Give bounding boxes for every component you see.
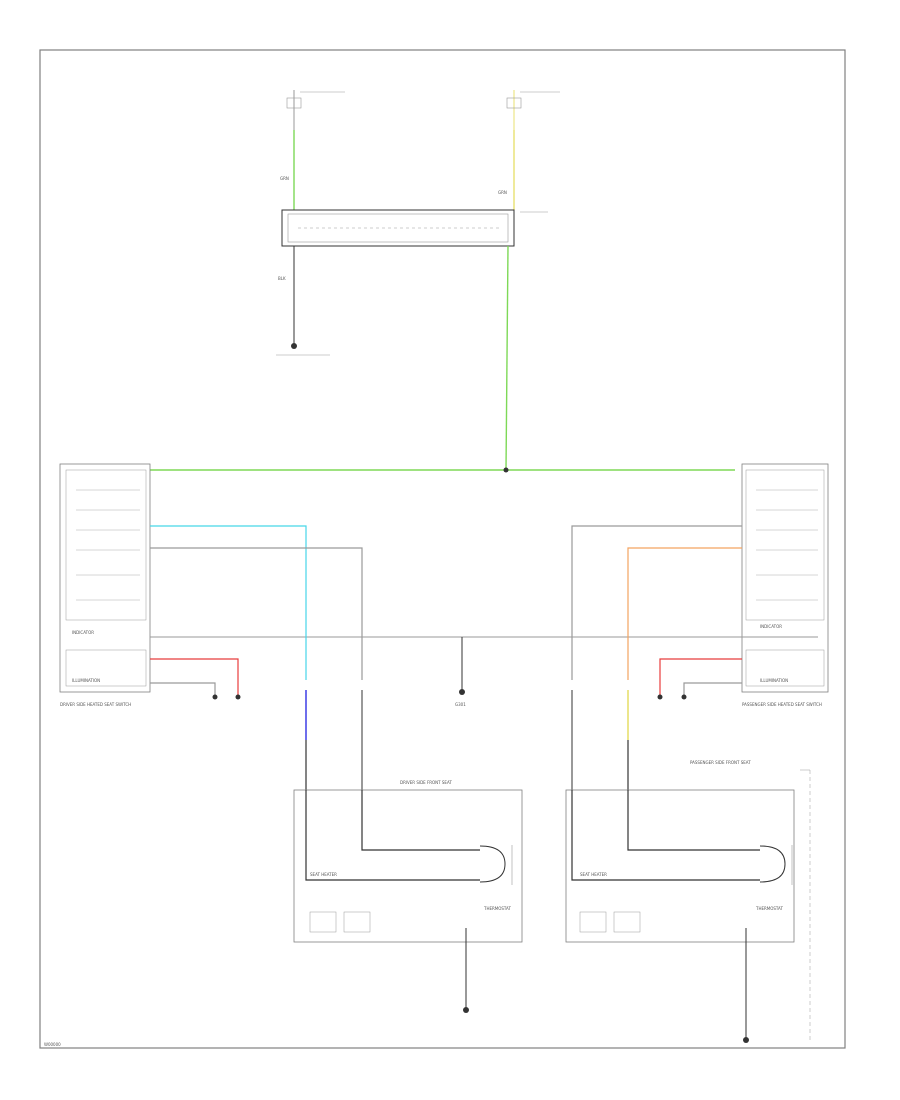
passenger-heater-label: SEAT HEATER [580,872,607,877]
ground-top [291,343,297,349]
wire-red-driver [150,658,239,695]
driver-illumination-label: ILLUMINATION [72,678,100,683]
wire-orange-passenger [627,547,742,680]
tag-blk-relay: BLK [278,276,286,281]
wire-red-passenger [659,658,742,695]
tag-grn-left: GRN [280,176,289,181]
wire-cyan-driver [150,525,307,680]
driver-indicator-label: INDICATOR [72,630,94,635]
passenger-switch-label: PASSENGER SIDE HEATED SEAT SWITCH [742,702,822,707]
passenger-thermostat-label: THERMOSTAT [755,906,783,911]
tag-grn-right: GRN [498,190,507,195]
top-left-fuse [286,90,345,130]
driver-switch-label: DRIVER SIDE HEATED SEAT SWITCH [60,702,131,707]
relay-box [281,209,548,247]
driver-heater-label: SEAT HEATER [310,872,337,877]
ground-driver-seat [463,1007,469,1013]
ground-passenger-seat [743,1037,749,1043]
ground-center-label: G301 [455,702,466,707]
driver-heated-seat-switch: INDICATOR ILLUMINATION DRIVER SIDE HEATE… [59,463,151,707]
passenger-seat-label: PASSENGER SIDE FRONT SEAT [690,760,751,765]
driver-thermostat-label: THERMOSTAT [483,906,511,911]
passenger-heated-seat-switch: INDICATOR ILLUMINATION PASSENGER SIDE HE… [741,463,829,707]
passenger-indicator-label: INDICATOR [760,624,782,629]
diagram-frame [39,49,846,1049]
wire-green-feed [505,245,509,471]
footer-code: W00000 [44,1042,61,1047]
passenger-front-seat: PASSENGER SIDE FRONT SEAT SEAT HEATER TH… [565,760,811,1043]
wire-gray-passenger [571,525,742,680]
top-right-fuse [506,90,560,130]
ground-center [459,689,465,695]
driver-front-seat: DRIVER SIDE FRONT SEAT SEAT HEATER THERM… [293,780,523,1013]
passenger-illumination-label: ILLUMINATION [760,678,788,683]
driver-seat-label: DRIVER SIDE FRONT SEAT [400,780,452,785]
wire-gray-driver [150,547,363,680]
